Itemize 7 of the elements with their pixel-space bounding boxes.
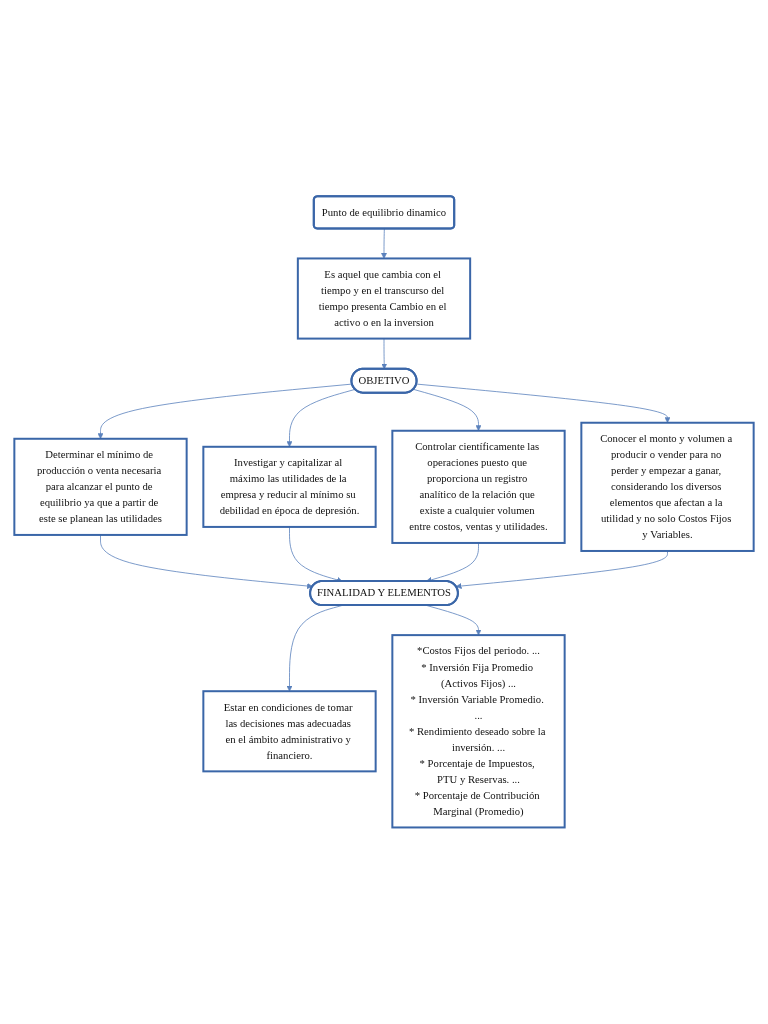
node-box: Conocer el monto y volumen a producir o vender para no perder y empezar a ganar, considerando los diversos elementos que afectan a la utilidad y no solo Costos Fijos y Variables.	[580, 421, 755, 553]
node-box: Es aquel que cambia con el tiempo y en el transcurso del tiempo presenta Cambio en el activo o en la inversion	[296, 257, 472, 340]
node-box: Controlar científicamente las operaciones puesto que proporciona un registro analítico de la relación que existe a cualquier volumen entre costos, ventas y utilidades.	[391, 429, 566, 545]
node-box: *Costos Fijos del periodo. ... * Inversión Fija Promedio (Activos Fijos) ... * Inversión Variable Promedio. ... * Rendimiento deseado sobre la inversión. ... * Porcentaje de Impuestos, PTU y Reservas. ... * Porcentaje de Contribución Marginal (Promedio)	[391, 634, 566, 829]
node-box: Investigar y capitalizar al máximo las utilidades de la empresa y reducir al mínimo su debilidad en época de depresión.	[202, 445, 377, 528]
node-box: Estar en condiciones de tomar las decisiones mas adecuadas en el ámbito administrativo y financiero.	[202, 690, 377, 773]
node-box: Determinar el mínimo de producción o venta necesaria para alcanzar el punto de equilibrio ya que a partir de este se planean las utilidades	[13, 437, 188, 537]
